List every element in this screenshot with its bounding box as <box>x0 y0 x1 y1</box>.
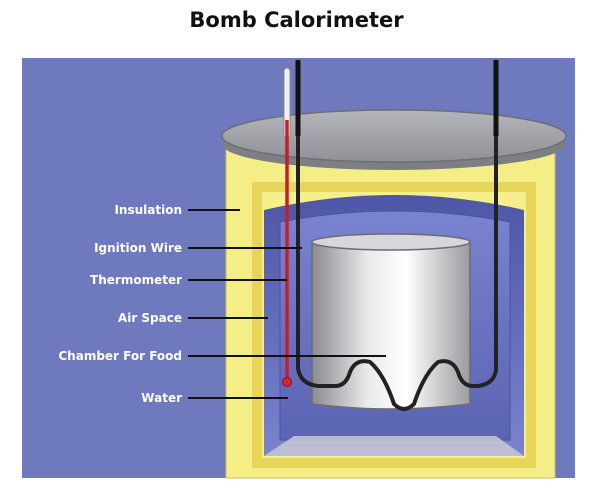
food-chamber <box>312 242 470 409</box>
label-thermometer: Thermometer <box>90 273 182 287</box>
label-air-space: Air Space <box>118 311 182 325</box>
label-insulation: Insulation <box>114 203 182 217</box>
label-ignition-wire: Ignition Wire <box>94 241 182 255</box>
label-chamber-for-food: Chamber For Food <box>58 349 182 363</box>
lid-top <box>222 110 566 162</box>
thermometer-bulb <box>283 378 292 387</box>
vessel-base <box>264 436 524 456</box>
food-chamber-top <box>312 234 470 250</box>
label-water: Water <box>141 391 182 405</box>
